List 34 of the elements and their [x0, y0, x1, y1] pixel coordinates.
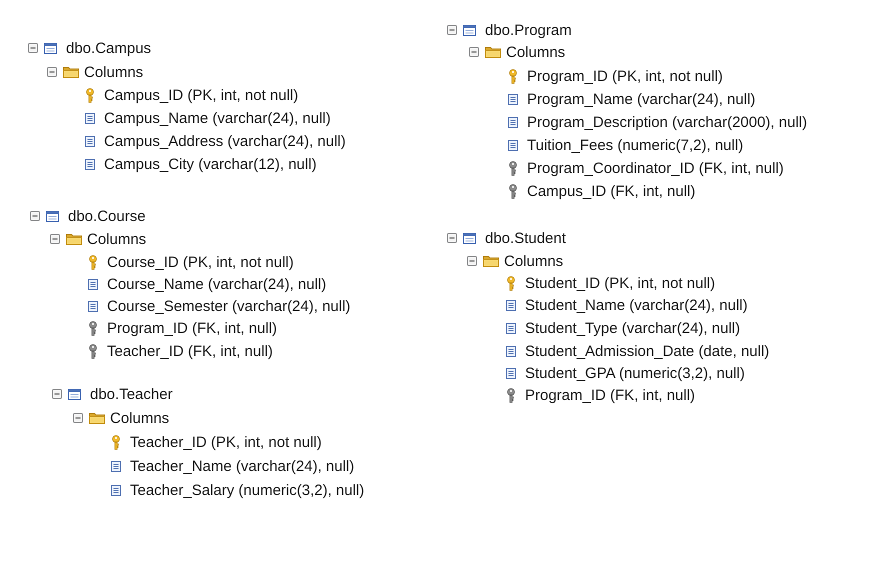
column-definition: Teacher_Name (varchar(24), null)	[130, 456, 354, 476]
column-definition: Program_ID (FK, int, null)	[107, 318, 278, 338]
column-definition: Course_Name (varchar(24), null)	[107, 274, 326, 294]
table-name: dbo.Student	[485, 228, 566, 248]
folder-name: Columns	[84, 62, 144, 82]
column-definition: Student_Name (varchar(24), null)	[525, 296, 748, 314]
table-name: dbo.Course	[68, 206, 146, 226]
column-definition: Campus_City (varchar(12), null)	[104, 154, 317, 174]
column-definition: Teacher_ID (FK, int, null)	[107, 342, 273, 360]
column-definition: Program_Description (varchar(2000), null)	[527, 112, 808, 132]
column-definition: Campus_Address (varchar(24), null)	[104, 132, 346, 150]
column-definition: Course_ID (PK, int, not null)	[107, 252, 294, 272]
column-definition: Program_Coordinator_ID (FK, int, null)	[527, 158, 784, 178]
column-definition: Course_Semester (varchar(24), null)	[107, 296, 350, 316]
column-definition: Program_ID (FK, int, null)	[525, 386, 696, 404]
column-definition: Campus_ID (PK, int, not null)	[104, 86, 298, 104]
folder-name: Columns	[87, 230, 146, 248]
column-definition: Student_Type (varchar(24), null)	[525, 318, 740, 338]
column-definition: Campus_ID (FK, int, null)	[527, 182, 696, 200]
column-definition: Tuition_Fees (numeric(7,2), null)	[527, 136, 744, 154]
table-name: dbo.Program	[485, 20, 572, 40]
column-definition: Student_GPA (numeric(3,2), null)	[525, 364, 745, 382]
table-name: dbo.Teacher	[90, 384, 173, 404]
folder-name: Columns	[110, 408, 170, 428]
folder-name: Columns	[506, 42, 566, 62]
column-definition: Teacher_Salary (numeric(3,2), null)	[130, 480, 364, 500]
folder-name: Columns	[504, 252, 564, 270]
column-definition: Program_ID (PK, int, not null)	[527, 66, 723, 86]
column-definition: Campus_Name (varchar(24), null)	[104, 108, 331, 128]
column-definition: Student_Admission_Date (date, null)	[525, 342, 770, 360]
table-name: dbo.Campus	[66, 38, 152, 58]
column-definition: Program_Name (varchar(24), null)	[527, 90, 756, 108]
column-definition: Student_ID (PK, int, not null)	[525, 274, 716, 292]
column-definition: Teacher_ID (PK, int, not null)	[130, 432, 322, 452]
